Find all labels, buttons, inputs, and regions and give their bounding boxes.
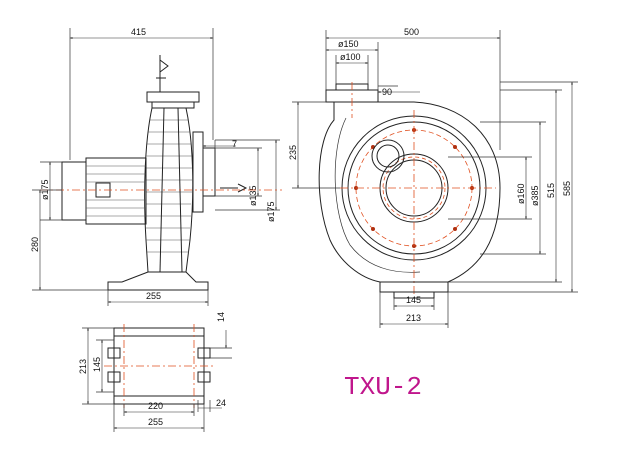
- front-base-hole-dim: 145: [406, 295, 421, 305]
- front-overall-height-dim: 585: [562, 181, 572, 196]
- front-axis-height-dim: 515: [546, 183, 556, 198]
- base-hole-span-dim: 220: [148, 401, 163, 411]
- front-outlet-outer-dim: ø150: [338, 39, 359, 49]
- side-inlet-small-dim: ø135: [248, 185, 258, 206]
- front-outlet-height-dim: 235: [288, 145, 298, 160]
- model-label: TXU-2: [344, 372, 422, 402]
- base-outer-depth-dim: 213: [78, 359, 88, 374]
- front-outlet-inner-dim: ø100: [340, 52, 361, 62]
- front-inlet-circle: [382, 156, 446, 220]
- side-inlet-large-dim: ø175: [266, 201, 276, 222]
- side-width-dim: 415: [131, 27, 146, 37]
- front-casing-dim: ø385: [530, 185, 540, 206]
- base-inner-depth-dim: 145: [92, 357, 102, 372]
- base-view: 14 213 145 220 24 255: [78, 312, 232, 432]
- base-slot-length-dim: 24: [216, 398, 226, 408]
- base-slot-width-dim: 14: [216, 312, 226, 322]
- side-flange-dim: 7: [232, 139, 237, 149]
- side-base-dim: 255: [146, 291, 161, 301]
- base-width-dim: 255: [148, 417, 163, 427]
- front-outlet-offset-dim: 90: [382, 87, 392, 97]
- side-view: 415 7 ø135: [30, 27, 282, 306]
- front-base-width-dim: 213: [406, 313, 421, 323]
- front-view: 500 ø150 ø100 90: [288, 27, 578, 328]
- front-width-dim: 500: [404, 27, 419, 37]
- side-height-dim: 280: [30, 237, 40, 252]
- front-inlet-dim: ø160: [516, 183, 526, 204]
